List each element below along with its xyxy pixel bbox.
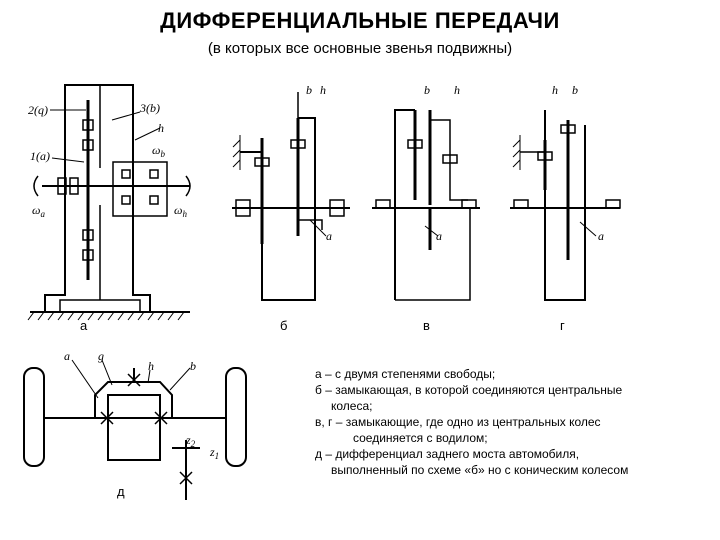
label-h: h xyxy=(158,121,164,135)
legend-line: б – замыкающая, в которой соединяются це… xyxy=(315,383,623,397)
label-2q: 2(q) xyxy=(28,103,48,117)
label-z1: z1 xyxy=(209,445,219,461)
figure-label-d: д xyxy=(117,484,125,499)
figure-label-g: г xyxy=(560,318,565,333)
label-a: a xyxy=(436,229,442,243)
diagram-a-labels: 2(q) 3(b) h 1(a) ωb ωa ωh xyxy=(28,101,187,219)
label-b: b xyxy=(306,83,312,97)
label-omega-h: ωh xyxy=(174,203,187,219)
legend: а – с двумя степенями свободы; б – замык… xyxy=(315,366,715,478)
legend-line: в, г – замыкающие, где одно из центральн… xyxy=(315,415,601,429)
diagram-v-labels: b h a xyxy=(424,83,460,243)
label-b: b xyxy=(572,83,578,97)
label-3b: 3(b) xyxy=(139,101,160,115)
label-b: b xyxy=(424,83,430,97)
label-h: h xyxy=(552,83,558,97)
figure-label-b: б xyxy=(280,318,288,333)
label-h: h xyxy=(148,359,154,373)
page-subtitle: (в которых все основные звенья подвижны) xyxy=(207,40,513,57)
diagram-d xyxy=(23,359,247,500)
legend-line: выполненный по схеме «б» но с коническим… xyxy=(331,463,629,477)
legend-line: д – дифференциал заднего моста автомобил… xyxy=(315,447,580,461)
diagram-v xyxy=(372,109,480,301)
label-omega-a: ωa xyxy=(32,203,45,219)
legend-line: соединяется с водилом; xyxy=(353,431,488,445)
diagram-b-labels: b h a xyxy=(306,83,332,243)
legend-line: колеса; xyxy=(331,399,373,413)
label-a: a xyxy=(64,349,70,363)
label-omega-b: ωb xyxy=(152,143,165,159)
label-b: b xyxy=(190,359,196,373)
figure-label-v: в xyxy=(423,318,430,333)
label-h: h xyxy=(320,83,326,97)
diagram-g xyxy=(510,110,621,301)
figure-label-a: а xyxy=(80,318,88,333)
label-a: a xyxy=(326,229,332,243)
label-g: g xyxy=(98,349,104,363)
diagram-g-labels: h b a xyxy=(552,83,604,243)
legend-line: а – с двумя степенями свободы; xyxy=(315,367,496,381)
label-h: h xyxy=(454,83,460,97)
page-title: ДИФФЕРЕНЦИАЛЬНЫЕ ПЕРЕДАЧИ xyxy=(160,8,560,33)
diagram-a xyxy=(27,84,191,321)
label-1a: 1(a) xyxy=(30,149,50,163)
label-a: a xyxy=(598,229,604,243)
label-z2: z2 xyxy=(185,433,196,449)
diagram-d-labels: a g h b z2 z1 xyxy=(64,349,219,461)
diagram-b xyxy=(232,92,350,301)
